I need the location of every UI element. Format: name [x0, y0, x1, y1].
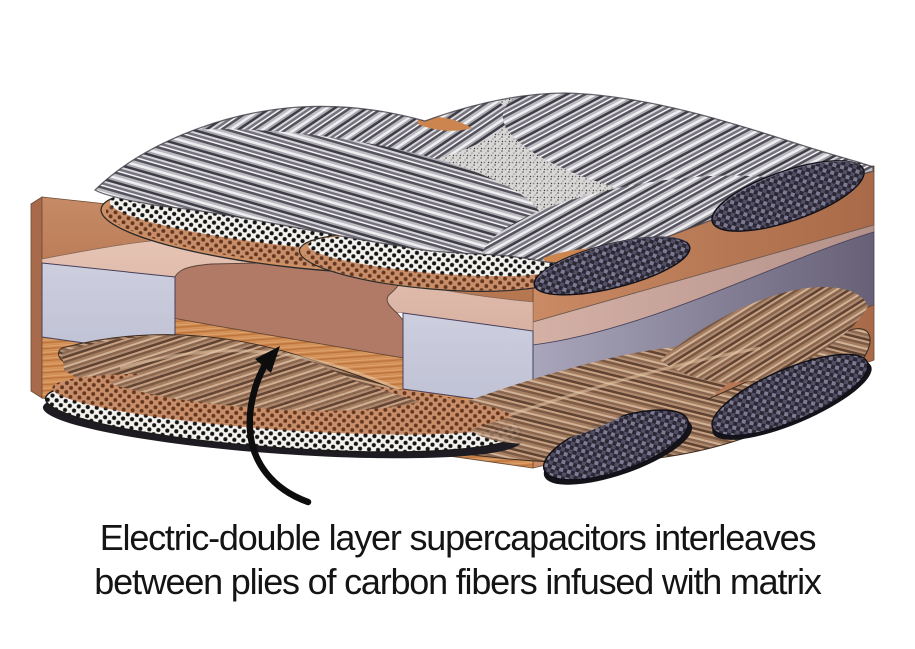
- caption-line-2: between plies of carbon fibers infused w…: [94, 561, 822, 602]
- bottom-drape-tow: [110, 364, 420, 411]
- bottom-drape-tow: [470, 372, 668, 444]
- bottom-tow-highlight: [119, 349, 401, 392]
- bottom-electrode-lens-right: [711, 353, 872, 440]
- top-electrode-lens-dark-center: [533, 236, 691, 296]
- top-electrode-lens-dark-right: [711, 160, 865, 232]
- figure-caption: Electric-double layer supercapacitors in…: [0, 516, 915, 604]
- left-edge-sliver: [30, 196, 43, 399]
- annotation-arrow: [246, 346, 312, 506]
- caption-line-1: Electric-double layer supercapacitors in…: [99, 517, 817, 558]
- copper-gap-between-tows: [418, 116, 472, 131]
- arrowhead: [255, 346, 280, 373]
